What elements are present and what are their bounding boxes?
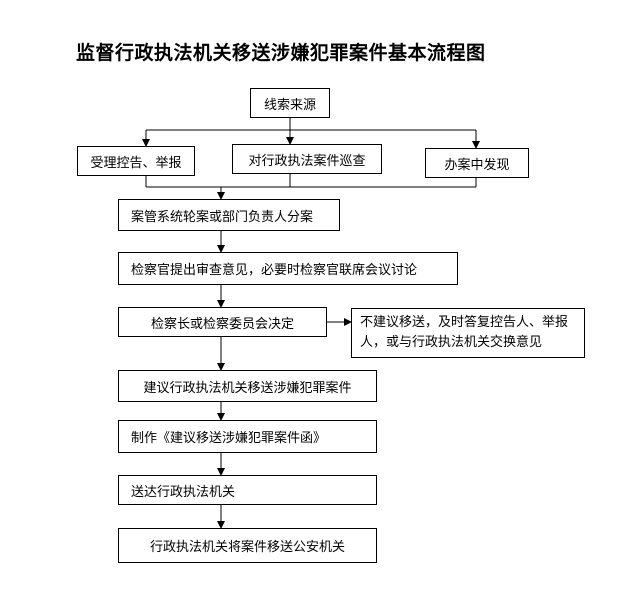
node-assign: 案管系统轮案或部门负责人分案 <box>118 199 340 231</box>
node-accept: 受理控告、举报 <box>77 146 195 176</box>
node-no-transfer: 不建议移送，及时答复控告人、举报人，或与行政执法机关交换意见 <box>351 308 585 358</box>
node-produce: 制作《建议移送涉嫌犯罪案件函》 <box>118 420 377 453</box>
node-deliver: 送达行政执法机关 <box>118 475 377 505</box>
node-decide: 检察长或检察委员会决定 <box>118 307 327 337</box>
node-source: 线索来源 <box>250 88 330 118</box>
node-final: 行政执法机关将案件移送公安机关 <box>118 528 377 563</box>
node-patrol: 对行政执法案件巡查 <box>232 144 382 174</box>
node-found: 办案中发现 <box>425 148 529 178</box>
node-review: 检察官提出审查意见，必要时检察官联席会议讨论 <box>118 252 458 285</box>
node-suggest: 建议行政执法机关移送涉嫌犯罪案件 <box>118 370 377 402</box>
page-title: 监督行政执法机关移送涉嫌犯罪案件基本流程图 <box>76 42 486 64</box>
